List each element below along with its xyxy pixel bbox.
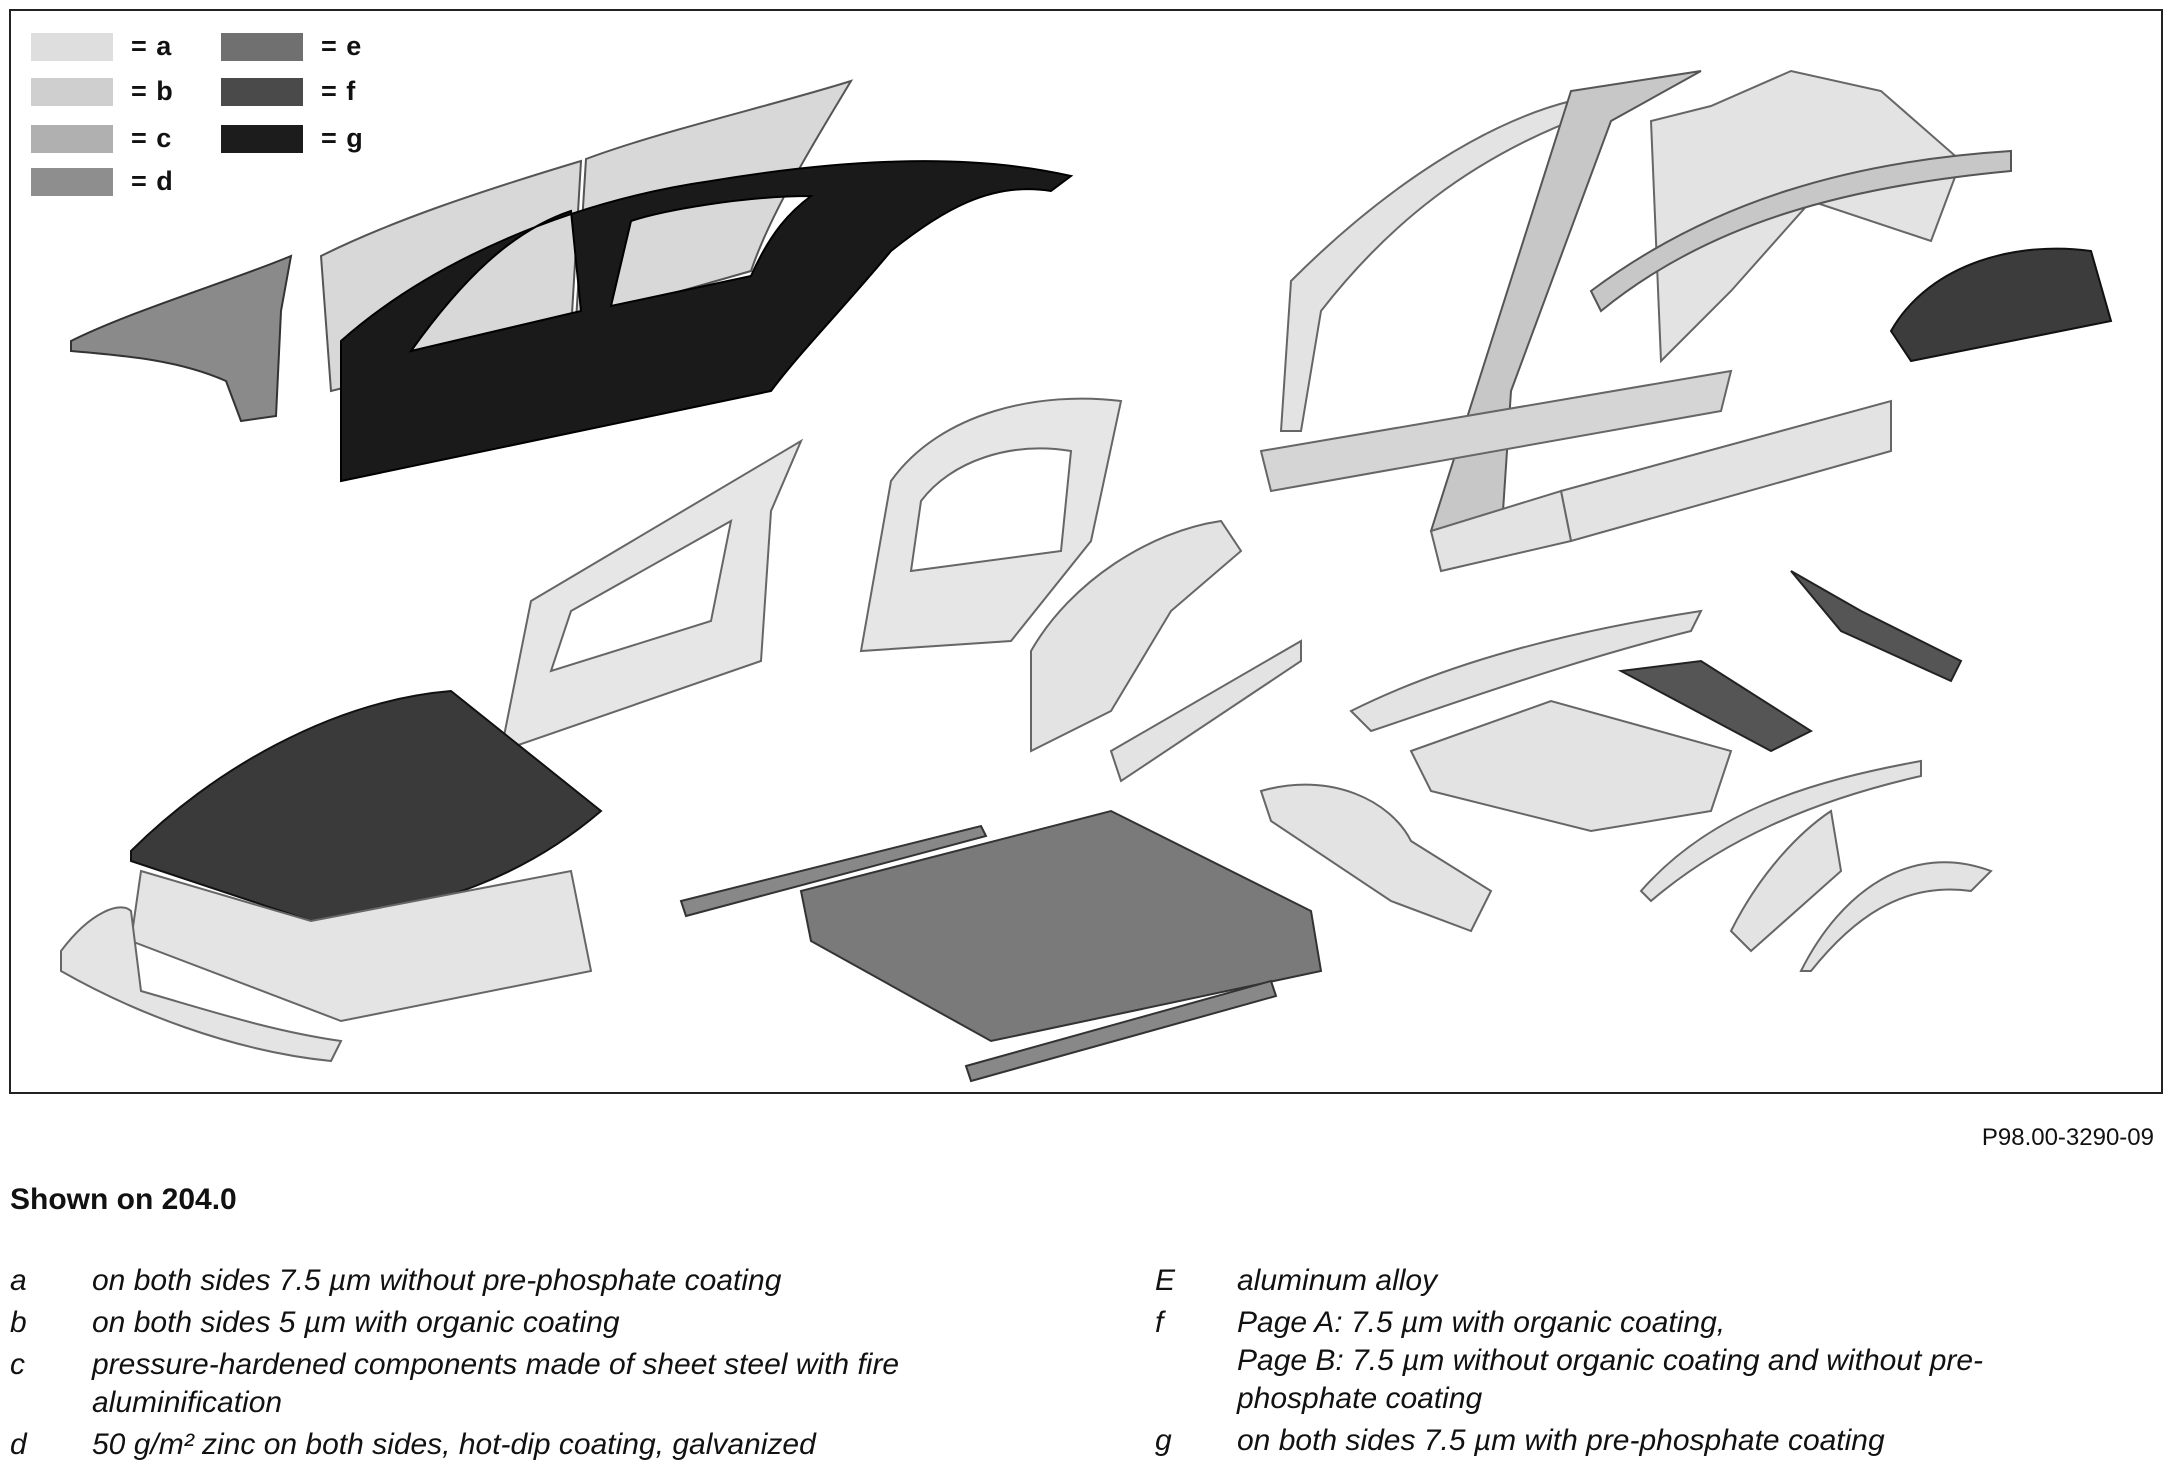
exploded-body-diagram: = a = b = c = d = e = f = g <box>9 9 2163 1094</box>
legend-item-c: = c <box>31 121 201 155</box>
legend-swatch-f <box>221 78 303 106</box>
rear-cross-member <box>1617 659 1814 753</box>
note-f: f Page A: 7.5 µm with organic coating, P… <box>1155 1304 2155 1418</box>
c-pillar-frame <box>1649 69 1963 364</box>
rear-wheelhouse-inner <box>1259 783 1493 933</box>
note-text-line1: pressure-hardened components made of she… <box>92 1348 900 1381</box>
legend-label-g: = g <box>321 123 364 153</box>
rear-floor-side-member <box>1349 609 1703 733</box>
front-floor-panel <box>799 809 1323 1043</box>
note-c: c pressure-hardened components made of s… <box>10 1346 1130 1422</box>
legend-swatch-e <box>221 33 303 61</box>
front-bumper-beam <box>60 906 343 1063</box>
note-text: aluminum alloy <box>1237 1264 1438 1297</box>
note-g: g on both sides 7.5 µm with pre-phosphat… <box>1155 1422 2155 1460</box>
body-parts-illustration <box>60 69 2113 1083</box>
note-key: E <box>1155 1264 1176 1297</box>
rear-floor-panel <box>1409 699 1733 833</box>
note-text-line3: phosphate coating <box>1237 1382 1483 1415</box>
rear-wheel-arch-left <box>1639 759 1922 903</box>
legend-item-g: = g <box>221 121 391 155</box>
b-pillar-lower <box>1429 489 1573 573</box>
legend-label-a: = a <box>131 31 173 61</box>
legend-label-f: = f <box>321 76 357 106</box>
legend-label-b: = b <box>131 76 174 106</box>
rear-door-inner <box>859 397 1123 653</box>
inner-roof-rail <box>1589 149 2012 313</box>
rear-wheel-arch-right <box>1799 861 1993 972</box>
legend-swatch-a <box>31 33 113 61</box>
rear-panel-bracket <box>1790 570 1963 683</box>
rocker-right <box>964 979 1278 1083</box>
figure-reference-code: P98.00-3290-09 <box>1981 1124 2154 1151</box>
note-text: 50 g/m² zinc on both sides, hot-dip coat… <box>92 1428 816 1461</box>
note-b: b on both sides 5 µm with organic coatin… <box>10 1304 1130 1342</box>
rocker-left <box>679 824 988 918</box>
note-text: on both sides 7.5 µm with pre-phosphate … <box>1237 1424 1885 1457</box>
legend-swatch-g <box>221 125 303 153</box>
side-panel-frame <box>340 160 1074 483</box>
note-text-line1: Page A: 7.5 µm with organic coating, <box>1237 1306 1726 1339</box>
note-key: d <box>10 1428 27 1461</box>
note-text: on both sides 5 µm with organic coating <box>92 1306 620 1339</box>
front-fender <box>70 254 293 423</box>
legend-item-e: = e <box>221 29 391 63</box>
legend-item-f: = f <box>221 74 391 108</box>
legend-swatch-b <box>31 78 113 106</box>
legend-swatch-c <box>31 125 113 153</box>
front-door-inner <box>499 438 804 753</box>
note-e: E aluminum alloy <box>1155 1262 2155 1300</box>
rear-wheel-arch-mid <box>1729 809 1843 953</box>
legend-label-c: = c <box>131 123 173 153</box>
legend-item-d: = d <box>31 164 201 198</box>
notes-column-right: E aluminum alloy f Page A: 7.5 µm with o… <box>1155 1262 2155 1464</box>
a-pillar-assembly <box>1030 519 1243 753</box>
note-d: d 50 g/m² zinc on both sides, hot-dip co… <box>10 1426 1130 1464</box>
figure-caption: Shown on 204.0 <box>10 1183 237 1216</box>
rear-wheelhouse-outer <box>1889 247 2113 363</box>
note-key: f <box>1155 1306 1164 1339</box>
note-key: c <box>10 1348 25 1381</box>
sill-reinforcement <box>1259 369 1733 493</box>
sill-bracket <box>1109 639 1302 783</box>
note-a: a on both sides 7.5 µm without pre-phosp… <box>10 1262 1130 1300</box>
notes-column-left: a on both sides 7.5 µm without pre-phosp… <box>10 1262 1130 1468</box>
note-key: b <box>10 1306 27 1339</box>
legend-swatch-d <box>31 168 113 196</box>
note-text-line2: aluminification <box>92 1386 283 1419</box>
note-key: a <box>10 1264 27 1297</box>
legend-item-a: = a <box>31 29 201 63</box>
note-text-line2: Page B: 7.5 µm without organic coating a… <box>1237 1344 1984 1377</box>
legend-item-b: = b <box>31 74 201 108</box>
legend-label-e: = e <box>321 31 363 61</box>
note-text: on both sides 7.5 µm without pre-phospha… <box>92 1264 782 1297</box>
note-key: g <box>1155 1424 1172 1457</box>
legend-label-d: = d <box>131 166 174 196</box>
